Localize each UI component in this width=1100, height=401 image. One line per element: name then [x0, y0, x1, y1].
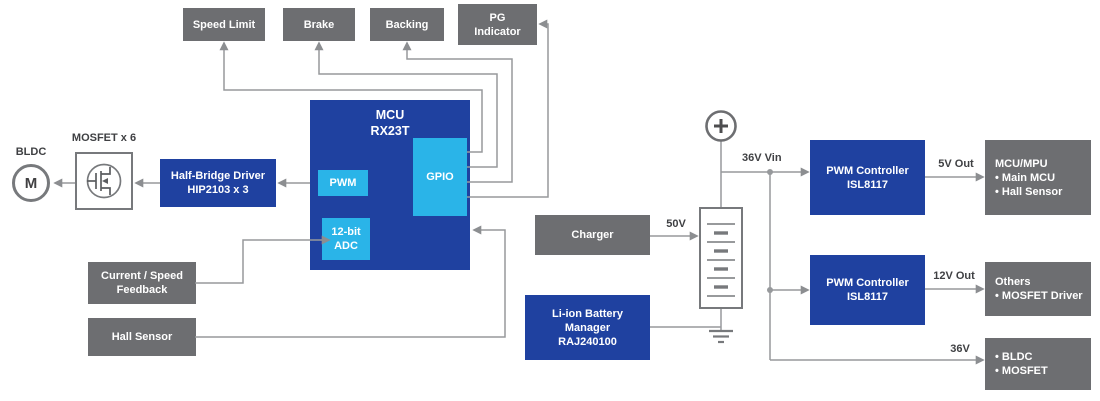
battery-manager-line2: Manager: [564, 321, 611, 334]
load-bldc-mosfet-block: • BLDC • MOSFET: [985, 338, 1091, 390]
5v-out-label: 5V Out: [938, 158, 974, 170]
load-mcu-mpu-block: MCU/MPU • Main MCU • Hall Sensor: [985, 140, 1091, 215]
battery-manager-line3: RAJ240100: [558, 335, 617, 348]
output-backing: Backing: [370, 8, 444, 41]
load-mcu-mpu-item-1: • Main MCU: [995, 171, 1056, 184]
pwm-controller-2-block: PWM Controller ISL8117: [810, 255, 925, 325]
speed-limit-label: Speed Limit: [192, 18, 256, 31]
battery-positive-icon: [705, 110, 737, 142]
pwm-controller-2-line2: ISL8117: [847, 291, 888, 303]
hall-sensor-label: Hall Sensor: [111, 331, 173, 343]
12v-out-label: 12V Out: [933, 270, 975, 282]
wire-gpio-to-pg-indicator: [467, 19, 549, 198]
output-pg-indicator: PG Indicator: [458, 4, 537, 45]
load-mcu-mpu-title: MCU/MPU: [995, 157, 1048, 170]
backing-label: Backing: [385, 18, 429, 31]
junction-dots: [767, 169, 773, 293]
adc-label-line2: ADC: [334, 240, 358, 252]
battery-manager-line1: Li-ion Battery: [552, 307, 623, 320]
motor-letter: M: [24, 174, 38, 192]
output-brake: Brake: [283, 8, 355, 41]
half-bridge-line1: Half-Bridge Driver: [170, 170, 266, 182]
brake-label: Brake: [303, 18, 335, 31]
mcu-part-number: RX23T: [370, 124, 410, 138]
wire-feedback-to-adc: [195, 235, 331, 284]
mosfet-label: MOSFET x 6: [71, 132, 137, 144]
output-speed-limit: Speed Limit: [183, 8, 265, 41]
hall-sensor-block: Hall Sensor: [88, 318, 196, 356]
mosfet-icon: [86, 163, 122, 199]
pwm-controller-1-line2: ISL8117: [847, 178, 888, 191]
pwm-controller-1-line1: PWM Controller: [826, 164, 909, 177]
charger-block: Charger: [535, 215, 650, 255]
mcu-name: MCU: [375, 108, 405, 122]
pwm-label: PWM: [329, 177, 357, 189]
charger-label: Charger: [571, 229, 614, 241]
half-bridge-driver-block: Half-Bridge Driver HIP2103 x 3: [160, 159, 276, 207]
pg-indicator-label: PG Indicator: [474, 11, 521, 38]
pwm-controller-2-line1: PWM Controller: [826, 277, 909, 289]
mosfet-symbol-box: [75, 152, 133, 210]
bldc-label: BLDC: [15, 146, 47, 158]
battery-manager-block: Li-ion Battery Manager RAJ240100: [525, 295, 650, 360]
vin-label: 36V Vin: [742, 152, 782, 164]
mcu-pwm-block: PWM: [318, 170, 368, 196]
load-bldc-item: • BLDC: [995, 351, 1033, 363]
load-others-title: Others: [995, 276, 1031, 288]
load-mcu-mpu-item-2: • Hall Sensor: [995, 185, 1063, 198]
mcu-adc-block: 12-bit ADC: [322, 218, 370, 260]
ground-icon: [709, 329, 733, 344]
motor-symbol: M: [12, 164, 50, 202]
load-others-item-1: • MOSFET Driver: [995, 290, 1083, 302]
36v-label: 36V: [950, 343, 970, 355]
pwm-controller-1-block: PWM Controller ISL8117: [810, 140, 925, 215]
load-others-block: Others • MOSFET Driver: [985, 262, 1091, 316]
mcu-gpio-block: GPIO: [413, 138, 467, 216]
current-speed-feedback-block: Current / Speed Feedback: [88, 262, 196, 304]
mcu-title: MCU RX23T: [310, 107, 470, 139]
half-bridge-line2: HIP2103 x 3: [187, 184, 249, 196]
adc-label-line1: 12-bit: [331, 226, 361, 238]
battery-icon: [699, 207, 743, 309]
current-speed-feedback-label: Current / Speed Feedback: [101, 270, 183, 296]
load-mosfet-item: • MOSFET: [995, 365, 1048, 377]
mcu-block: MCU RX23T PWM GPIO 12-bit ADC: [310, 100, 470, 270]
charger-voltage-label: 50V: [666, 218, 686, 230]
gpio-label: GPIO: [426, 171, 454, 183]
